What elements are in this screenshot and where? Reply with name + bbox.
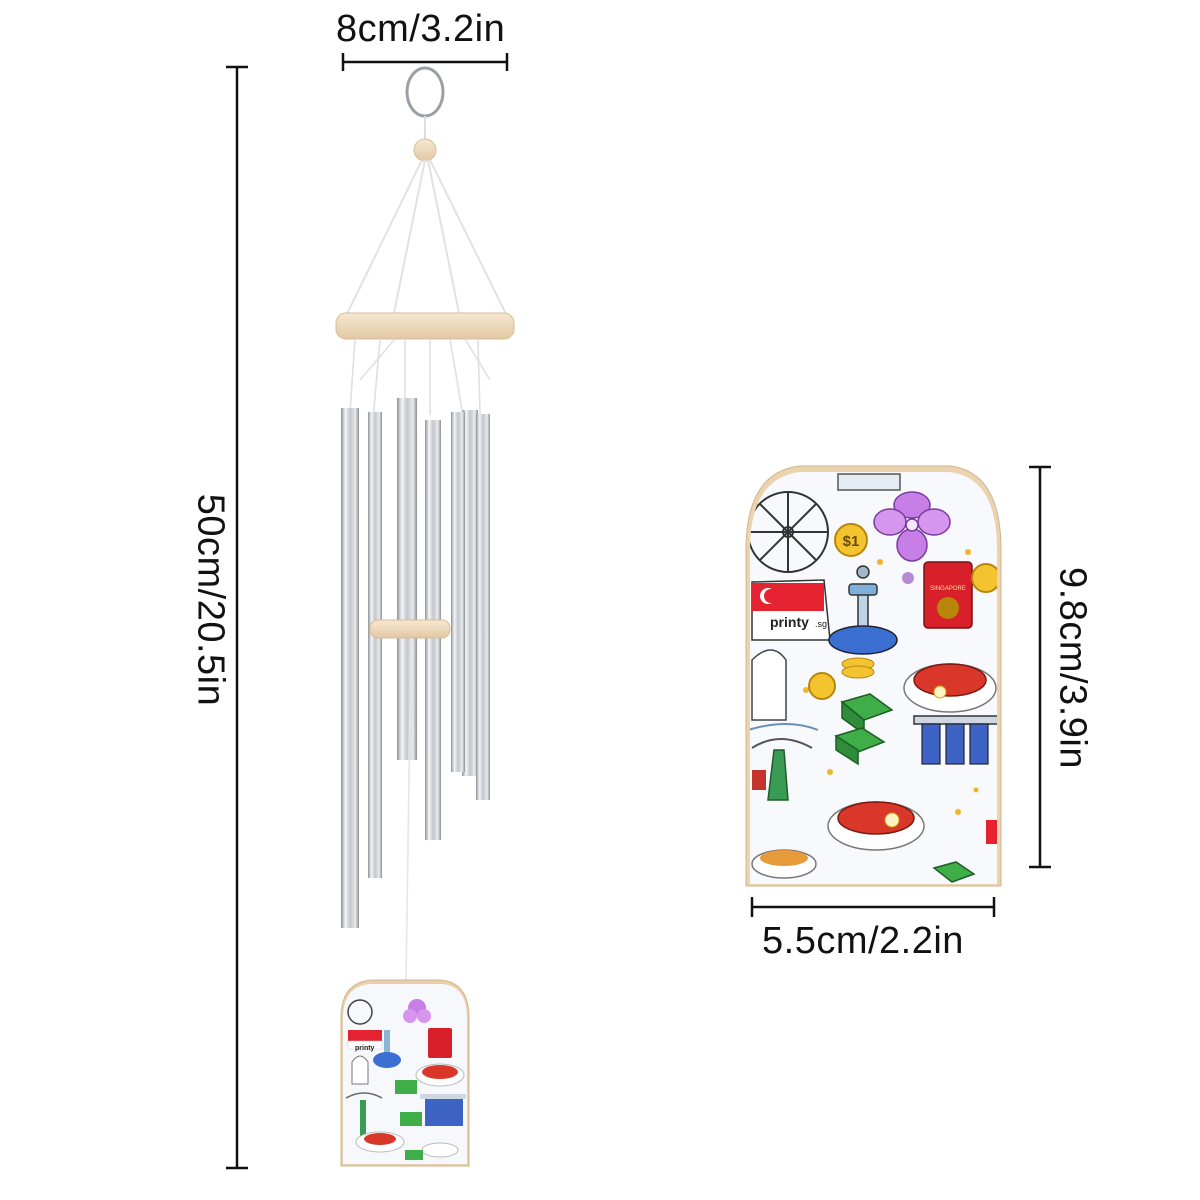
suspension-strings: [344, 159, 509, 319]
hanging-ring: [405, 66, 445, 118]
control-tower-icon: [828, 565, 898, 655]
marina-bay-sands-icon: [913, 715, 997, 765]
striker: [369, 619, 451, 639]
brand-text: printy: [770, 614, 809, 630]
chime-tube: [397, 398, 417, 760]
coin-icon: $1: [834, 523, 868, 557]
svg-text:.sg: .sg: [815, 619, 827, 629]
width-dimension-label: 8cm/3.2in: [336, 8, 506, 50]
chime-tube: [368, 412, 382, 878]
ketupat-icon: [840, 693, 894, 736]
height-dimension-line: [226, 65, 248, 1170]
sail-height-dimension-line: [1029, 465, 1051, 869]
orchid-icon: [403, 999, 431, 1023]
brand-text-small: printy: [355, 1045, 375, 1052]
orchid-icon: [873, 491, 951, 562]
chime-tube: [341, 408, 359, 928]
wooden-bead: [413, 138, 437, 162]
chime-tube: [476, 414, 490, 800]
flag-icon: [347, 1030, 383, 1050]
chime-tube: [462, 410, 478, 776]
chime-sail-small: printy: [340, 979, 470, 1167]
supertree-icon: [751, 738, 813, 801]
top-wooden-disk: [335, 312, 515, 340]
merlion-icon: [750, 649, 819, 731]
coins-icon: [841, 657, 875, 679]
sail-detail-large: $1 printy .sg: [745, 465, 1002, 887]
laksa-icon: [751, 849, 817, 879]
width-dimension-line: [341, 53, 509, 71]
passport-icon: SINGAPORE: [923, 561, 973, 629]
sail-width-dimension-line: [750, 897, 996, 917]
chilli-crab-icon: [903, 663, 997, 713]
sail-width-dimension-label: 5.5cm/2.2in: [762, 920, 964, 962]
svg-text:SINGAPORE: SINGAPORE: [930, 586, 966, 592]
ferris-wheel-icon: [750, 491, 829, 573]
wind-chime: [335, 66, 515, 985]
chilli-crab-icon: [827, 801, 925, 851]
flag-card: printy .sg: [751, 579, 831, 641]
svg-text:$1: $1: [843, 533, 860, 550]
chime-tube: [451, 412, 465, 772]
